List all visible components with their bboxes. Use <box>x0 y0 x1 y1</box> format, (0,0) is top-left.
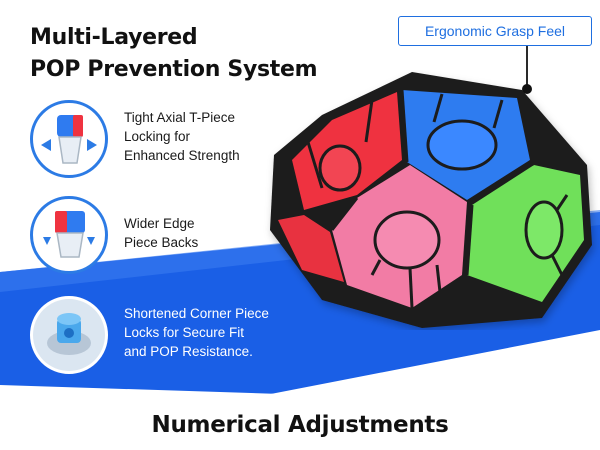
ergonomic-grasp-callout: Ergonomic Grasp Feel <box>398 16 592 46</box>
feature-1-line-1: Tight Axial T-Piece <box>124 110 236 125</box>
corner-piece-lock-icon <box>30 296 108 374</box>
feature-3-line-1: Shortened Corner Piece <box>124 306 269 321</box>
feature-2-line-2: Piece Backs <box>124 235 199 250</box>
feature-1-line-3: Enhanced Strength <box>124 148 240 163</box>
callout-leader-line <box>526 46 528 86</box>
megaminx-cube-image <box>262 70 600 330</box>
feature-shortened-corner-lock: Shortened Corner Piece Locks for Secure … <box>30 296 400 380</box>
feature-1-line-2: Locking for <box>124 129 191 144</box>
feature-axial-t-piece: Tight Axial T-Piece Locking for Enhanced… <box>30 100 400 184</box>
axial-t-piece-icon <box>30 100 108 178</box>
megaminx-cube-icon <box>270 72 592 328</box>
title-line-2: POP Prevention System <box>30 57 318 82</box>
page-title: Multi-Layered POP Prevention System <box>30 22 330 86</box>
numerical-adjustments-heading: Numerical Adjustments <box>151 412 449 438</box>
wider-edge-piece-icon <box>30 196 108 274</box>
feature-3-line-2: Locks for Secure Fit <box>124 325 245 340</box>
feature-3-line-3: and POP Resistance. <box>124 344 253 359</box>
title-line-1: Multi-Layered <box>30 25 198 50</box>
callout-dot <box>522 84 532 94</box>
feature-2-line-1: Wider Edge <box>124 216 195 231</box>
feature-wider-edge-backs: Wider Edge Piece Backs <box>30 196 400 280</box>
